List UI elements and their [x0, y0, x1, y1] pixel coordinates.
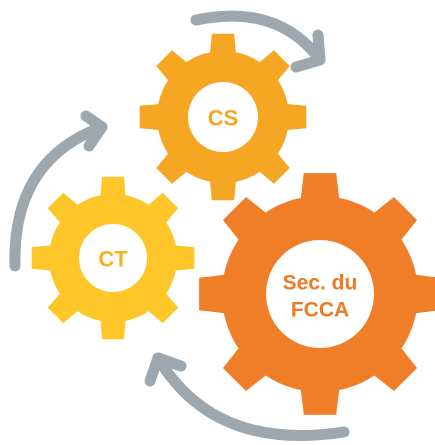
arrow-bottom-curve [152, 352, 350, 441]
gear-ct: CT [31, 176, 195, 340]
gear-sec-hub [266, 240, 374, 348]
cycle-arrows [9, 10, 350, 441]
gear-ct-hub [79, 224, 147, 292]
arrow-left-head [80, 110, 108, 152]
arrow-top-head [290, 29, 326, 73]
gear-ct-label: CT [98, 247, 128, 272]
gear-cs-hub [188, 82, 258, 152]
arrow-left-curve [9, 121, 108, 272]
arrow-bottom-head [144, 352, 187, 387]
gear-sec-label-line1: Sec. du [283, 272, 358, 295]
gear-cs: CS [139, 33, 307, 201]
gear-sec-label-line2: FCCA [291, 299, 349, 322]
arrow-top-curve [190, 10, 326, 66]
gear-cs-label: CS [208, 106, 239, 131]
gear-sec: Sec. du FCCA [199, 173, 435, 415]
